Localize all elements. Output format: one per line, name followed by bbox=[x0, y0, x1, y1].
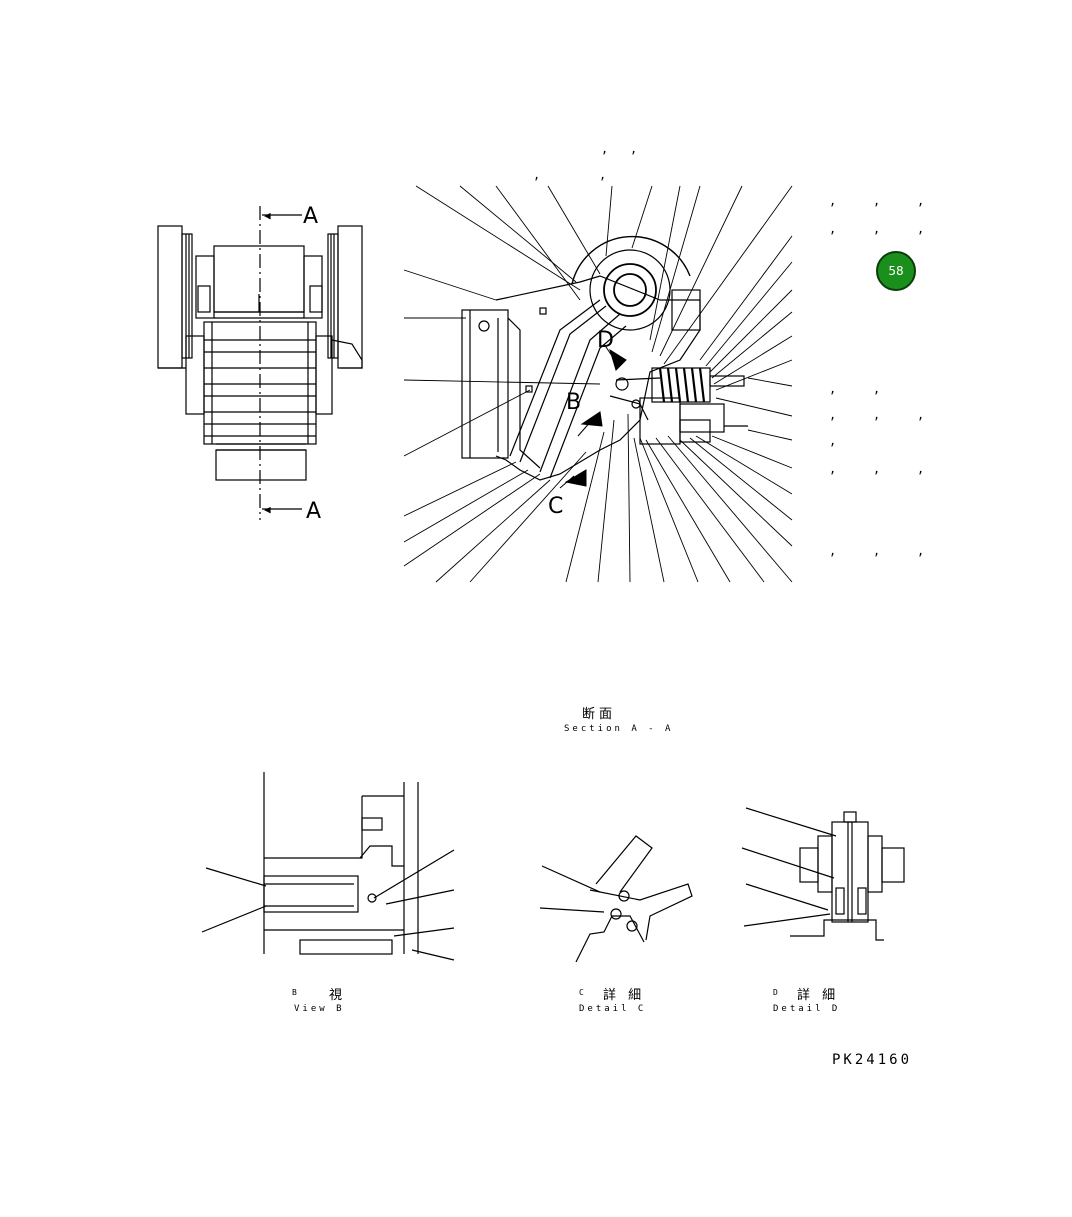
detail-c-caption-en: Detail C bbox=[579, 1004, 647, 1014]
separator: , bbox=[873, 222, 881, 236]
section-view bbox=[403, 185, 793, 583]
separator: , bbox=[601, 142, 609, 156]
separator: , bbox=[917, 194, 925, 208]
view-b-caption-jp: 視 bbox=[329, 988, 347, 1003]
section-marker-bottom-label: A bbox=[306, 499, 322, 524]
separator: , bbox=[829, 194, 837, 208]
separator: , bbox=[917, 408, 925, 422]
arrow-head-bottom-icon: ◀ bbox=[264, 503, 271, 516]
callout-letter-b: B bbox=[566, 390, 582, 415]
drawing-code: PK24160 bbox=[832, 1052, 913, 1068]
section-caption-en: Section A - A bbox=[564, 724, 674, 734]
separator: , bbox=[599, 168, 607, 182]
separator: , bbox=[917, 462, 925, 476]
detail-c-drawing bbox=[539, 835, 693, 963]
detail-d-caption-jp: 詳 細 bbox=[797, 988, 840, 1003]
separator: , bbox=[829, 222, 837, 236]
view-b-caption-letter: B bbox=[292, 988, 297, 997]
detail-c-caption-jp: 詳 細 bbox=[603, 988, 646, 1003]
detail-c-caption-letter: C bbox=[579, 988, 584, 997]
separator: , bbox=[533, 168, 541, 182]
section-caption-jp: 断面 bbox=[582, 707, 617, 722]
separator: , bbox=[873, 462, 881, 476]
section-marker-top-label: A bbox=[303, 204, 319, 229]
separator: , bbox=[829, 382, 837, 396]
view-b-drawing bbox=[201, 772, 455, 961]
detail-d-caption-letter: D bbox=[773, 988, 778, 997]
separator: , bbox=[873, 544, 881, 558]
separator: , bbox=[873, 382, 881, 396]
separator: , bbox=[829, 462, 837, 476]
separator: , bbox=[917, 222, 925, 236]
callout-badge: 58 bbox=[876, 251, 916, 291]
separator: , bbox=[873, 408, 881, 422]
callout-letter-d: D bbox=[597, 328, 614, 353]
detail-d-caption-en: Detail D bbox=[773, 1004, 841, 1014]
separator: , bbox=[829, 408, 837, 422]
separator: , bbox=[829, 544, 837, 558]
separator: , bbox=[630, 142, 638, 156]
front-view bbox=[157, 206, 363, 520]
callout-badge-number: 58 bbox=[888, 264, 904, 278]
arrow-head-top-icon: ◀ bbox=[264, 209, 271, 222]
separator: , bbox=[873, 194, 881, 208]
separator: , bbox=[829, 434, 837, 448]
view-b-caption-en: View B bbox=[294, 1004, 345, 1014]
callout-letter-c: C bbox=[548, 494, 564, 519]
detail-d-drawing bbox=[741, 807, 905, 941]
separator: , bbox=[917, 544, 925, 558]
